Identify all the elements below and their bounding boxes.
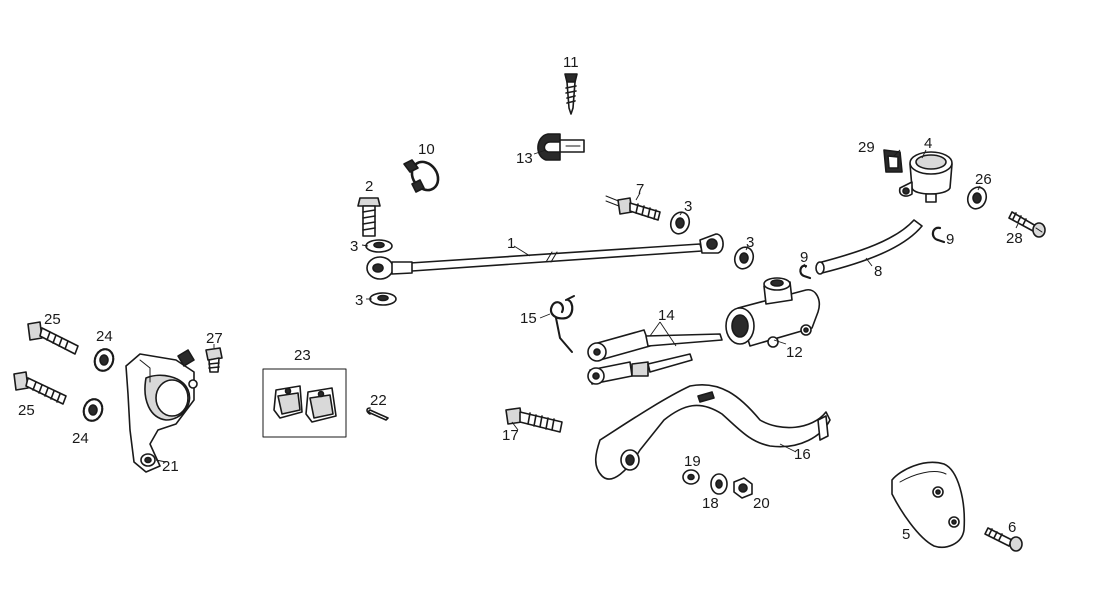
part-27-bleed-valve[interactable] xyxy=(205,347,223,373)
label-3d: 3 xyxy=(746,234,754,251)
part-24-washer-upper[interactable] xyxy=(92,347,116,374)
label-15: 15 xyxy=(520,310,537,327)
label-28: 28 xyxy=(1006,230,1023,247)
label-2: 2 xyxy=(365,178,373,195)
label-24b: 24 xyxy=(72,430,89,447)
part-10-hose-clip[interactable] xyxy=(403,157,443,195)
label-9a: 9 xyxy=(946,231,954,248)
label-25a: 25 xyxy=(44,311,61,328)
label-11: 11 xyxy=(563,54,579,71)
label-22: 22 xyxy=(370,392,387,409)
part-19-washer[interactable] xyxy=(682,469,700,485)
label-21: 21 xyxy=(162,458,179,475)
label-5: 5 xyxy=(902,526,910,543)
leader-lines xyxy=(155,149,1019,463)
label-16: 16 xyxy=(794,446,811,463)
label-20: 20 xyxy=(753,495,770,512)
label-3b: 3 xyxy=(355,292,363,309)
label-8: 8 xyxy=(874,263,882,280)
label-10: 10 xyxy=(418,141,435,158)
part-24-washer-lower[interactable] xyxy=(81,397,105,424)
part-12-master-cylinder[interactable] xyxy=(725,277,821,348)
part-11-screw[interactable] xyxy=(564,73,578,115)
part-13-hose-clamp[interactable] xyxy=(537,133,585,161)
part-8-reservoir-hose[interactable] xyxy=(815,219,923,275)
label-6: 6 xyxy=(1008,519,1016,536)
label-26: 26 xyxy=(975,171,992,188)
part-20-nut[interactable] xyxy=(733,477,753,499)
label-1: 1 xyxy=(507,235,515,252)
label-14: 14 xyxy=(658,307,675,324)
part-17-pivot-bolt[interactable] xyxy=(505,407,563,433)
part-5-heel-guard[interactable] xyxy=(891,461,966,548)
part-3-washer-center[interactable] xyxy=(668,210,692,237)
part-9-clip-upper[interactable] xyxy=(931,226,946,244)
part-21-brake-caliper[interactable] xyxy=(125,349,198,473)
label-13: 13 xyxy=(516,150,533,167)
part-25-bolt-upper[interactable] xyxy=(27,321,79,355)
part-2-banjo-bolt[interactable] xyxy=(357,197,381,237)
part-29-clip[interactable] xyxy=(883,149,903,173)
part-1-brake-hose[interactable] xyxy=(366,233,724,280)
part-22-pin[interactable] xyxy=(366,407,389,421)
part-7-bolt[interactable] xyxy=(605,195,661,221)
label-18: 18 xyxy=(702,495,719,512)
callout-labels: 11 13 10 2 3 3 1 7 3 3 29 4 26 9 28 9 8 … xyxy=(18,54,1023,543)
part-28-screw[interactable] xyxy=(1008,211,1046,238)
part-16-brake-pedal[interactable] xyxy=(594,384,831,480)
label-29: 29 xyxy=(858,139,875,156)
part-3-washer-right[interactable] xyxy=(732,245,756,272)
label-23: 23 xyxy=(294,347,311,364)
label-19: 19 xyxy=(684,453,701,470)
part-6-screw[interactable] xyxy=(984,527,1023,552)
label-27: 27 xyxy=(206,330,223,347)
label-24a: 24 xyxy=(96,328,113,345)
part-14-push-rod[interactable] xyxy=(587,329,723,385)
part-15-return-spring[interactable] xyxy=(549,295,575,353)
label-3c: 3 xyxy=(684,198,692,215)
part-26-washer[interactable] xyxy=(965,185,989,212)
part-3-washer-upper-left[interactable] xyxy=(365,239,393,253)
part-4-fluid-reservoir[interactable] xyxy=(898,151,953,203)
label-9b: 9 xyxy=(800,249,808,266)
label-12: 12 xyxy=(786,344,803,361)
label-4: 4 xyxy=(924,135,932,152)
label-3a: 3 xyxy=(350,238,358,255)
part-25-bolt-lower[interactable] xyxy=(13,371,67,405)
part-9-clip-lower[interactable] xyxy=(799,264,812,280)
part-23-brake-pads[interactable] xyxy=(262,368,347,438)
label-25b: 25 xyxy=(18,402,35,419)
part-18-washer[interactable] xyxy=(710,473,728,495)
label-17: 17 xyxy=(502,427,519,444)
part-3-washer-lower-left[interactable] xyxy=(369,292,397,306)
label-7: 7 xyxy=(636,181,644,198)
